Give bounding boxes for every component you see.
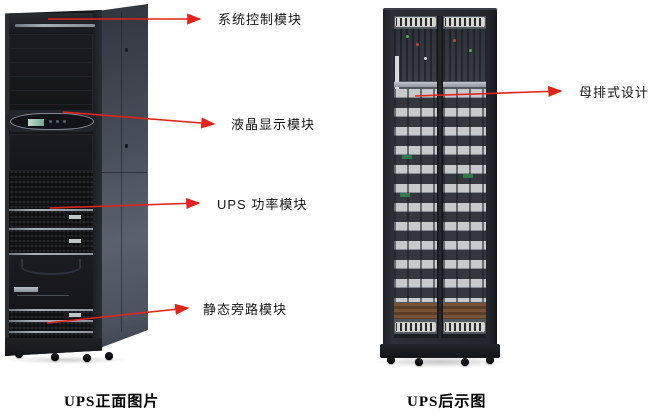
bay-handle [21, 259, 81, 275]
front-figure-caption: UPS正面图片 [64, 394, 160, 410]
busbar-rail [443, 82, 486, 87]
front-frame-left [5, 10, 9, 356]
floor-shadow [373, 356, 507, 368]
status-led [406, 35, 409, 38]
caster-wheel [15, 350, 23, 358]
status-led [469, 49, 472, 52]
power-module-slot [9, 230, 93, 253]
busbar-breaker-stack [443, 89, 486, 302]
lcd-button [49, 120, 52, 123]
lcd-button [63, 120, 66, 123]
caster-wheel [486, 356, 494, 364]
rack-base [380, 344, 500, 358]
pcb-fragment [402, 155, 412, 159]
control-module-bar [15, 24, 95, 27]
busbar-breaker-stack [394, 89, 437, 302]
module-bays [9, 171, 93, 338]
floor-shadow [7, 356, 127, 364]
callout-static-bypass-module: 静态旁路模块 [203, 302, 288, 317]
side-horizontal-seam [102, 172, 147, 173]
lcd-button [56, 120, 59, 123]
bay-divider [9, 253, 93, 255]
cabinet-side-panel [101, 4, 148, 348]
cabinet-front-face [5, 10, 102, 356]
callout-lcd-display-module: 液晶显示模块 [231, 117, 316, 132]
pcb-fragment [400, 193, 410, 197]
vent-grille-top [444, 17, 485, 27]
status-led [453, 39, 456, 42]
rack-column-right [443, 16, 486, 338]
ups-front-photo [5, 4, 148, 364]
mid-door-panel [9, 134, 93, 171]
keyhole [125, 144, 128, 148]
caster-wheel [415, 358, 423, 366]
caster-wheel [83, 354, 91, 362]
caster-wheel [461, 358, 469, 366]
status-led [416, 43, 419, 46]
bay-divider [9, 331, 93, 333]
module-tag [69, 313, 81, 317]
rack-center-post [437, 16, 443, 338]
system-control-module [9, 13, 95, 33]
lcd-display-module [7, 110, 95, 132]
callout-system-control-module: 系统控制模块 [218, 12, 303, 27]
lcd-screen [27, 118, 45, 127]
upper-door-grille [9, 34, 93, 116]
pcb-fragment [463, 174, 473, 178]
lcd-bezel [10, 113, 94, 130]
power-module-slot [9, 211, 93, 228]
copper-busbars [394, 303, 437, 319]
module-tag [69, 239, 81, 243]
cabinet-base [5, 338, 102, 356]
callout-ups-power-module: UPS 功率模块 [217, 197, 308, 212]
ups-rear-photo [373, 8, 507, 368]
bay-detail-line [17, 295, 69, 296]
module-tag [69, 215, 81, 219]
status-led [424, 57, 427, 60]
front-frame-right [93, 10, 102, 356]
bottom-slot [9, 333, 93, 338]
column-footer [394, 334, 437, 338]
bay-divider [9, 228, 93, 230]
power-module-slot [9, 171, 93, 209]
caster-wheel [51, 353, 59, 361]
copper-busbars [443, 303, 486, 319]
rear-figure-caption: UPS后示图 [407, 394, 487, 410]
rack-column-left [394, 16, 437, 338]
circuit-board-area [394, 29, 437, 81]
controller-bay [9, 255, 93, 309]
circuit-board-area [443, 29, 486, 81]
caster-wheel [105, 352, 113, 360]
caster-wheel [387, 356, 395, 364]
column-footer [443, 334, 486, 338]
vent-grille-top [395, 17, 436, 27]
vent-grille-bottom [444, 322, 485, 332]
busbar-rail [394, 82, 437, 87]
bay-divider [9, 209, 93, 211]
bypass-module-slot [9, 322, 93, 331]
vent-grille-bottom [395, 322, 436, 332]
callout-busbar-design: 母排式设计 [579, 85, 650, 100]
keyhole [125, 48, 128, 52]
bay-label-plate [14, 287, 38, 292]
